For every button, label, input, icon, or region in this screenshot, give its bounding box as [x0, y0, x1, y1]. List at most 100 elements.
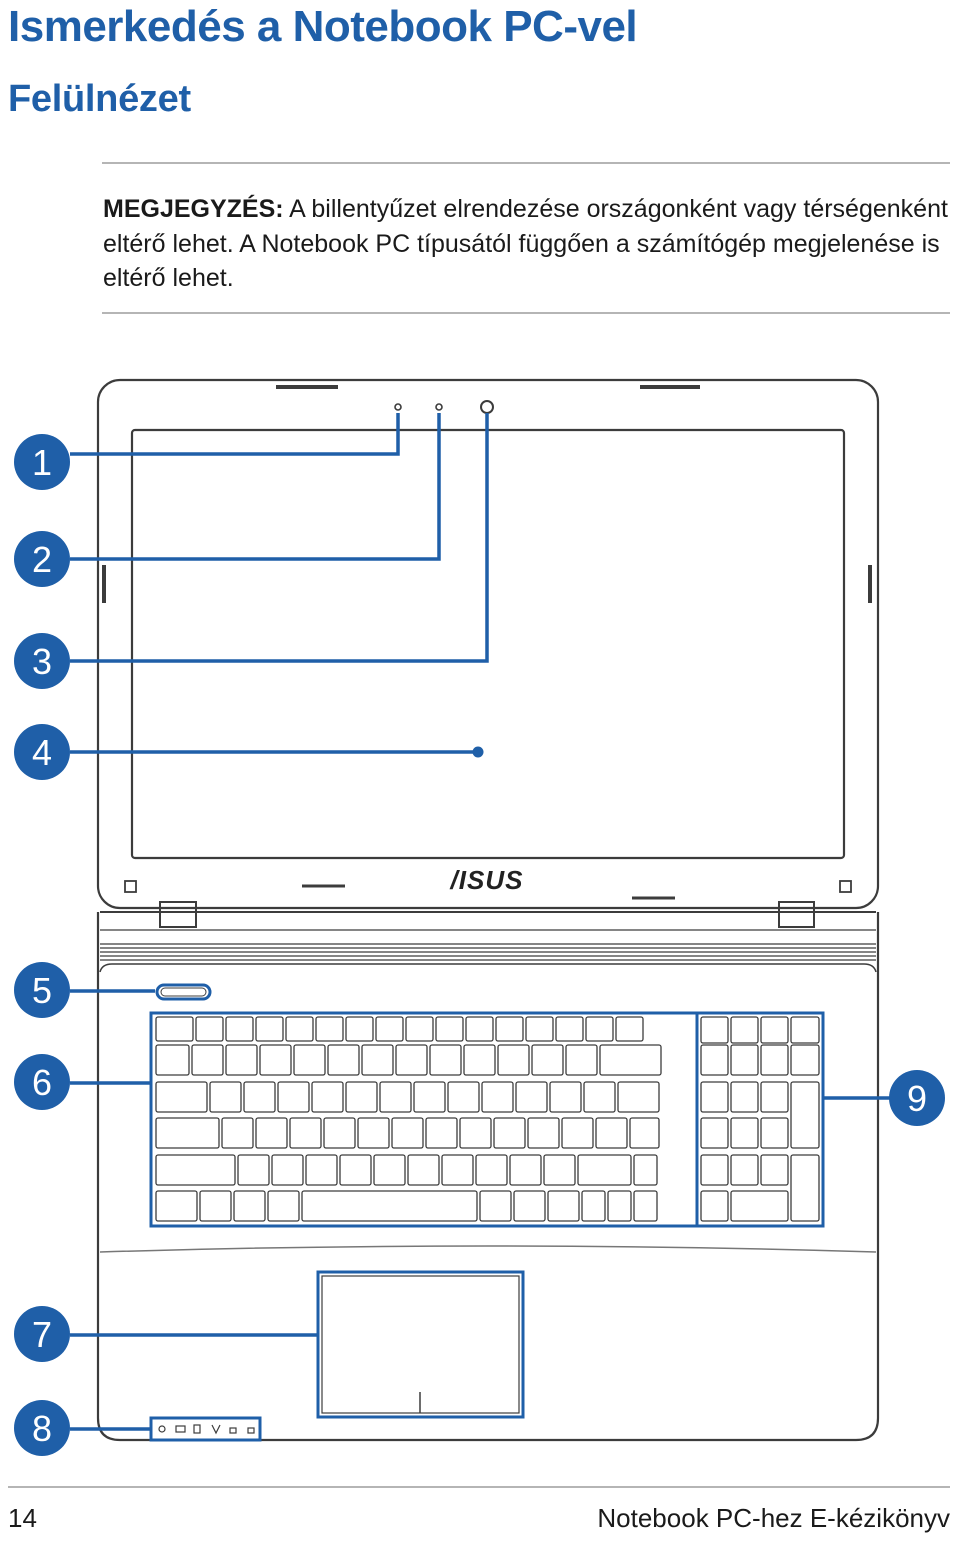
manual-title: Notebook PC-hez E-kézikönyv [597, 1503, 950, 1533]
keyboard-key [237, 1154, 270, 1186]
keyboard-key [209, 1081, 242, 1113]
keyboard-key [585, 1016, 614, 1042]
display-panel-dot [472, 746, 484, 758]
keyboard-key [617, 1081, 660, 1113]
keyboard-key [577, 1154, 632, 1186]
keypad-keys [700, 1016, 820, 1222]
keyboard-key [595, 1117, 628, 1149]
keyboard-key [155, 1044, 190, 1076]
keyboard-key [543, 1154, 576, 1186]
keyboard-key [565, 1044, 598, 1076]
keyboard-key [233, 1190, 266, 1222]
page-title: Ismerkedés a Notebook PC-vel [8, 2, 638, 51]
callout-badge-7: 7 [14, 1306, 70, 1362]
keyboard-key [583, 1081, 616, 1113]
keyboard-key [155, 1016, 194, 1042]
keyboard-key [459, 1117, 492, 1149]
brand-logo: /ISUS [450, 865, 524, 895]
svg-text:9: 9 [907, 1078, 927, 1119]
keyboard-key [527, 1117, 560, 1149]
note-bottom-rule [102, 312, 950, 314]
callout-lines [70, 413, 890, 1431]
section-title: Felülnézet [8, 78, 191, 120]
keyboard-key [155, 1117, 220, 1149]
keyboard-key [497, 1044, 530, 1076]
keyboard [149, 1011, 825, 1228]
keyboard-key [225, 1016, 254, 1042]
keyboard-key [255, 1016, 284, 1042]
power-button [155, 983, 212, 1001]
keyboard-key [255, 1117, 288, 1149]
keyboard-key [191, 1044, 224, 1076]
callout-badge-5: 5 [14, 962, 70, 1018]
keyboard-key [285, 1016, 314, 1042]
keyboard-key [513, 1190, 546, 1222]
keyboard-key [259, 1044, 292, 1076]
numeric-keypad [695, 1011, 825, 1228]
keyboard-key [323, 1117, 356, 1149]
keyboard-key [195, 1016, 224, 1042]
keyboard-key [549, 1081, 582, 1113]
keyboard-key [199, 1190, 232, 1222]
note-box: MEGJEGYZÉS: A billentyűzet elrendezése o… [103, 192, 948, 296]
camera-lens [480, 400, 494, 414]
keyboard-key [599, 1044, 662, 1076]
keyboard-key [345, 1081, 378, 1113]
status-indicators [149, 1416, 262, 1442]
keyboard-key [379, 1081, 412, 1113]
keyboard-key [375, 1016, 404, 1042]
keyboard-key [155, 1154, 236, 1186]
keyboard-key [293, 1044, 326, 1076]
keyboard-key [429, 1044, 462, 1076]
keyboard-key [271, 1154, 304, 1186]
keyboard-key [555, 1016, 584, 1042]
keyboard-key [475, 1154, 508, 1186]
keyboard-key [633, 1154, 658, 1186]
keyboard-key [225, 1044, 258, 1076]
svg-text:7: 7 [32, 1314, 52, 1355]
keyboard-key [479, 1190, 512, 1222]
keyboard-key [345, 1016, 374, 1042]
svg-text:4: 4 [32, 732, 52, 773]
keyboard-key [581, 1190, 606, 1222]
note-top-rule [102, 162, 950, 164]
keyboard-key [221, 1117, 254, 1149]
keyboard-key [155, 1081, 208, 1113]
laptop-top-view-diagram: /ISUS [14, 378, 945, 1456]
keyboard-key [615, 1016, 644, 1042]
keyboard-key [405, 1016, 434, 1042]
keyboard-key [407, 1154, 440, 1186]
svg-text:3: 3 [32, 641, 52, 682]
keyboard-key [339, 1154, 372, 1186]
keyboard-key [357, 1117, 390, 1149]
keyboard-key [361, 1044, 394, 1076]
callout-badge-6: 6 [14, 1054, 70, 1110]
keyboard-key [373, 1154, 406, 1186]
keyboard-key [435, 1016, 464, 1042]
keyboard-key [267, 1190, 300, 1222]
microphone-left-dot [394, 403, 402, 411]
callout-badge-8: 8 [14, 1400, 70, 1456]
note-label: MEGJEGYZÉS: [103, 195, 284, 223]
keyboard-key [413, 1081, 446, 1113]
keyboard-key [531, 1044, 564, 1076]
svg-text:5: 5 [32, 970, 52, 1011]
keyboard-key [243, 1081, 276, 1113]
note-text: A billentyűzet elrendezése országonként … [103, 195, 948, 292]
keyboard-key [441, 1154, 474, 1186]
keyboard-key [465, 1016, 494, 1042]
svg-text:8: 8 [32, 1408, 52, 1449]
keyboard-key [315, 1016, 344, 1042]
callout-badge-2: 2 [14, 531, 70, 587]
callout-badge-3: 3 [14, 633, 70, 689]
keyboard-keys [155, 1016, 662, 1222]
keyboard-key [289, 1117, 322, 1149]
keyboard-key [509, 1154, 542, 1186]
keyboard-key [463, 1044, 496, 1076]
keyboard-key [561, 1117, 594, 1149]
status-indicator-icons [158, 1424, 255, 1435]
callout-badge-9: 9 [889, 1070, 945, 1126]
keyboard-key [633, 1190, 658, 1222]
keyboard-key [447, 1081, 480, 1113]
keyboard-key [311, 1081, 344, 1113]
